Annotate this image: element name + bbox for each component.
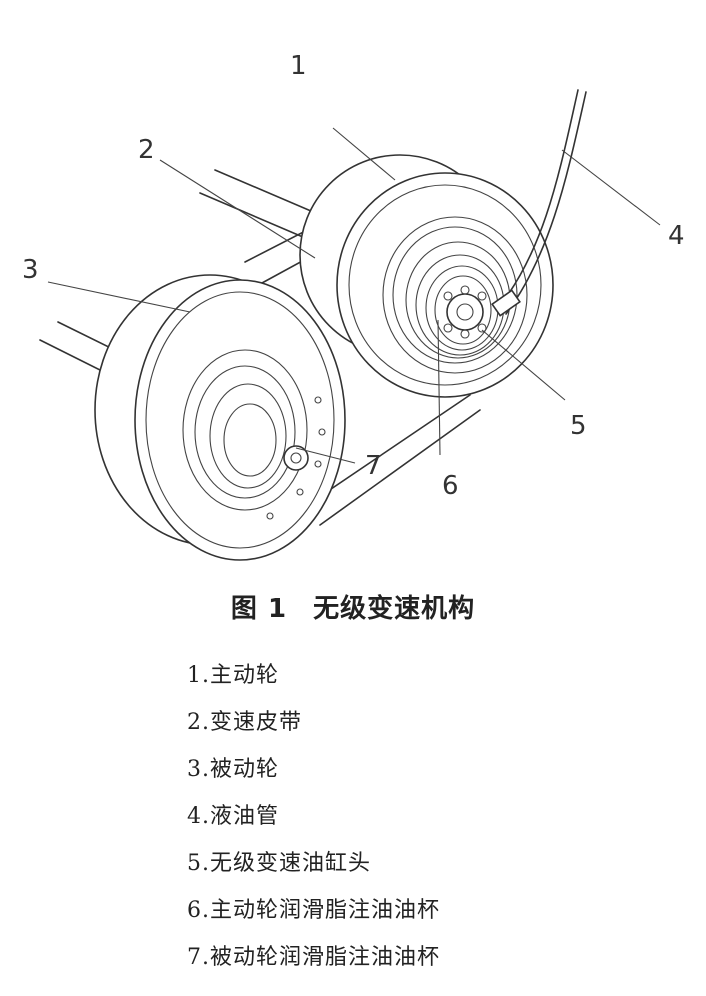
legend-item: 4.液油管 bbox=[187, 804, 279, 829]
callout-1: 1 bbox=[290, 51, 307, 81]
legend-item: 6.主动轮润滑脂注油油杯 bbox=[187, 898, 440, 923]
mechanism-drawing: 1 2 3 4 5 6 7 bbox=[22, 51, 685, 561]
mechanism-figure: 1 2 3 4 5 6 7 bbox=[22, 51, 685, 561]
legend-item: 5.无级变速油缸头 bbox=[187, 851, 371, 876]
leader-lines bbox=[47, 127, 661, 464]
oil-hose bbox=[491, 89, 587, 317]
callout-6: 6 bbox=[442, 471, 459, 501]
callout-2: 2 bbox=[138, 135, 155, 165]
parts-legend: 1.主动轮 2.变速皮带 3.被动轮 4.液油管 5.无级变速油缸头 6.主动轮… bbox=[187, 652, 440, 981]
callout-4: 4 bbox=[668, 221, 685, 251]
legend-item: 7.被动轮润滑脂注油油杯 bbox=[187, 945, 440, 970]
legend-item: 2.变速皮带 bbox=[187, 710, 302, 735]
callout-5: 5 bbox=[570, 411, 587, 441]
callout-3: 3 bbox=[22, 255, 39, 285]
legend-item: 3.被动轮 bbox=[187, 757, 279, 782]
driven-pulley bbox=[94, 274, 346, 561]
callout-7: 7 bbox=[365, 451, 382, 481]
caption-title: 无级变速机构 bbox=[313, 594, 476, 624]
caption-number: 图 1 bbox=[230, 594, 288, 624]
figure-caption: 图 1 无级变速机构 bbox=[0, 588, 706, 625]
legend-item: 1.主动轮 bbox=[187, 663, 279, 688]
driving-pulley bbox=[299, 154, 554, 398]
